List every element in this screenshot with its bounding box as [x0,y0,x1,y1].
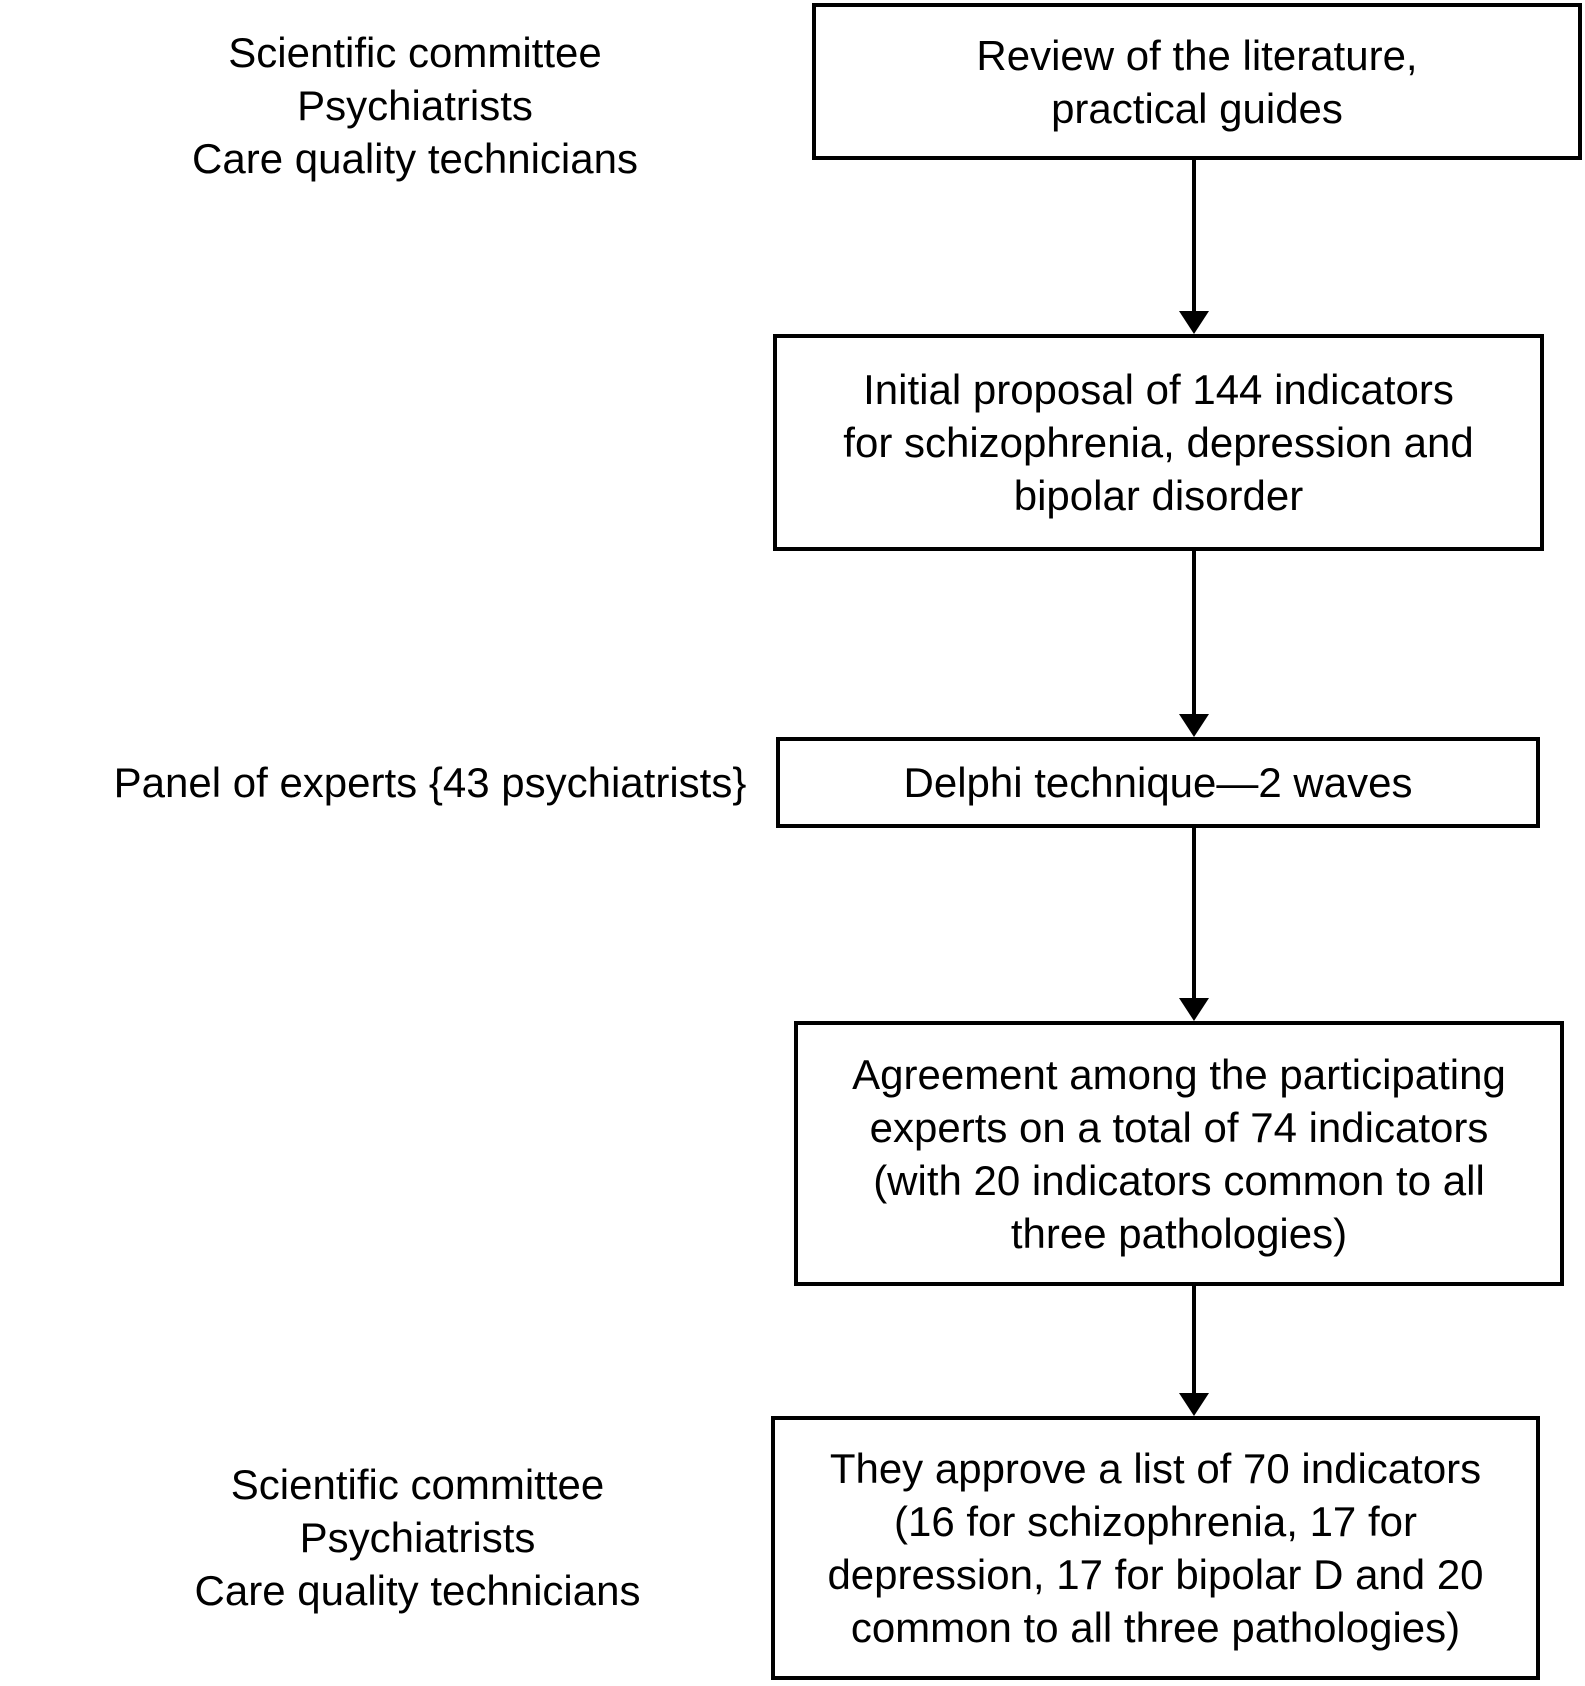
arrow-line [1192,828,1196,998]
arrow-line [1192,551,1196,714]
arrow-down-icon [1179,714,1209,737]
arrow-down-icon [1179,311,1209,334]
flow-box-delphi-technique: Delphi technique—2 waves [776,737,1540,828]
flow-box-agreement-74-indicators: Agreement among the participating expert… [794,1021,1564,1286]
arrow-review-to-initial-proposal [1179,160,1209,334]
arrow-line [1192,1286,1196,1393]
arrow-agreement-to-approval [1179,1286,1209,1416]
flow-box-initial-proposal: Initial proposal of 144 indicators for s… [773,334,1544,551]
flow-box-review-of-literature: Review of the literature, practical guid… [812,3,1582,160]
side-label-panel-of-experts: Panel of experts {43 psychiatrists} [113,759,747,806]
arrow-delphi-to-agreement [1179,828,1209,1021]
arrow-initial-proposal-to-delphi [1179,551,1209,737]
arrow-line [1192,160,1196,311]
side-label-scientific-committee-top: Scientific committee Psychiatrists Care … [192,29,638,182]
side-label-scientific-committee-bottom: Scientific committee Psychiatrists Care … [194,1461,641,1614]
flow-box-approve-70-indicators: They approve a list of 70 indicators (16… [771,1416,1540,1680]
arrow-down-icon [1179,1393,1209,1416]
arrow-down-icon [1179,998,1209,1021]
